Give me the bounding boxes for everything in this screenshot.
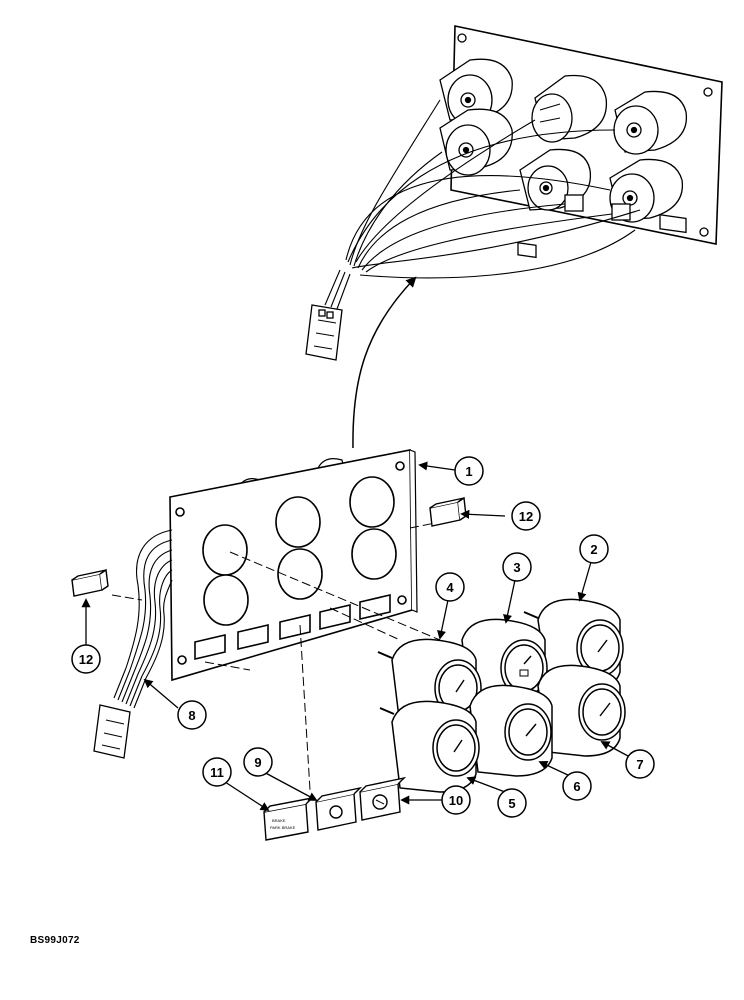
assembly-centerlines bbox=[111, 519, 451, 791]
svg-text:12: 12 bbox=[519, 509, 533, 524]
rear-panel-hole bbox=[457, 33, 467, 43]
callout-12-right: 12 bbox=[511, 501, 541, 531]
panel-clip bbox=[71, 568, 109, 597]
rear-harness-connector bbox=[305, 304, 343, 361]
svg-text:8: 8 bbox=[188, 708, 195, 723]
svg-text:6: 6 bbox=[573, 779, 580, 794]
gauge-opening bbox=[277, 548, 323, 600]
rear-switch-window bbox=[517, 242, 537, 259]
panel-mounting-hole bbox=[177, 655, 187, 665]
switch-opening bbox=[237, 623, 269, 651]
rear-switch-body bbox=[564, 194, 584, 212]
panel-mounting-hole bbox=[397, 595, 407, 605]
callout-6: 6 bbox=[562, 771, 592, 801]
panel-mounting-hole bbox=[175, 507, 185, 517]
callout-7: 7 bbox=[625, 749, 655, 779]
callout-10: 10 bbox=[441, 785, 471, 815]
svg-text:4: 4 bbox=[446, 580, 454, 595]
switch-opening bbox=[319, 603, 351, 631]
switch-opening bbox=[359, 593, 391, 621]
switch-item-11: BRAKE PARK BRAKE bbox=[263, 796, 315, 841]
callout-11: 11 bbox=[202, 757, 232, 787]
rear-switch-body bbox=[611, 203, 631, 221]
callout-1: 1 bbox=[454, 456, 484, 486]
svg-text:2: 2 bbox=[590, 542, 597, 557]
callout-9: 9 bbox=[243, 747, 273, 777]
gauge-opening bbox=[203, 574, 249, 626]
switch-item-10 bbox=[359, 776, 407, 821]
rear-view-panel-assembly bbox=[439, 25, 723, 259]
front-harness-connector bbox=[93, 704, 131, 759]
callout-12-left: 12 bbox=[71, 644, 101, 674]
front-instrument-panel bbox=[169, 449, 418, 682]
view-transition-arrow bbox=[352, 276, 417, 449]
callout-2: 2 bbox=[579, 534, 609, 564]
svg-text:10: 10 bbox=[449, 793, 463, 808]
panel-mounting-hole bbox=[395, 461, 405, 471]
front-wiring-harness bbox=[113, 529, 173, 709]
callout-5: 5 bbox=[497, 788, 527, 818]
callout-4: 4 bbox=[435, 572, 465, 602]
callout-8: 8 bbox=[177, 700, 207, 730]
svg-text:5: 5 bbox=[508, 796, 515, 811]
svg-text:12: 12 bbox=[79, 652, 93, 667]
gauge-opening bbox=[202, 524, 248, 576]
switch-label-text: PARK BRAKE bbox=[270, 825, 296, 830]
rear-gauge bbox=[439, 108, 513, 176]
rear-switch-window bbox=[659, 214, 687, 234]
svg-text:3: 3 bbox=[513, 560, 520, 575]
rear-gauge bbox=[613, 90, 688, 155]
gauge-item-5 bbox=[379, 700, 480, 793]
rear-panel-hole bbox=[699, 227, 709, 237]
rear-gauge bbox=[531, 74, 608, 143]
rear-wiring-harness bbox=[324, 99, 641, 310]
leader-lines bbox=[81, 461, 629, 811]
gauge-opening bbox=[349, 476, 395, 528]
gauge-item-7 bbox=[537, 664, 626, 757]
gauge-item-6 bbox=[469, 684, 553, 777]
callout-3: 3 bbox=[502, 552, 532, 582]
panel-clip bbox=[429, 496, 467, 527]
gauge-opening bbox=[351, 528, 397, 580]
switch-opening bbox=[279, 613, 311, 641]
svg-text:9: 9 bbox=[254, 755, 261, 770]
svg-text:1: 1 bbox=[465, 464, 472, 479]
switch-item-9 bbox=[315, 786, 363, 831]
switch-opening bbox=[194, 633, 226, 661]
svg-text:11: 11 bbox=[210, 765, 224, 780]
svg-text:7: 7 bbox=[636, 757, 643, 772]
figure-reference-code: BS99J072 bbox=[30, 935, 80, 946]
gauge-opening bbox=[275, 496, 321, 548]
switch-label-text: BRAKE bbox=[272, 818, 286, 823]
rear-panel-hole bbox=[703, 87, 713, 97]
